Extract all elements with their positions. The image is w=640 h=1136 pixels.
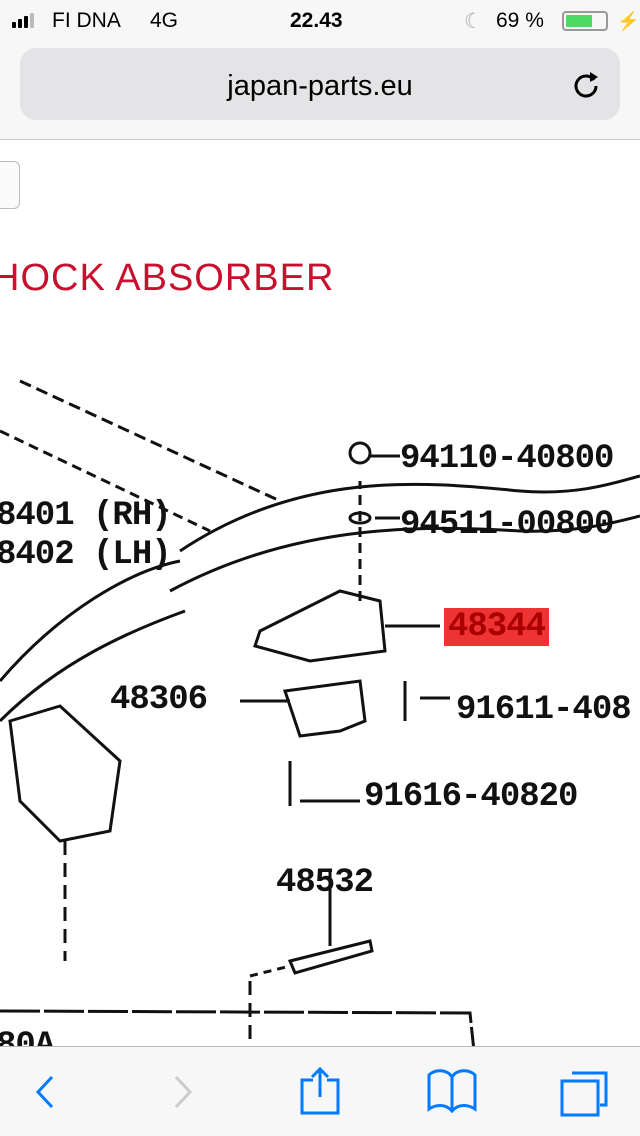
part-label[interactable]: 94110-40800 xyxy=(400,440,614,478)
carrier: FI DNA xyxy=(52,9,121,32)
part-label-highlighted[interactable]: 48344 xyxy=(444,608,550,646)
bookmarks-icon[interactable] xyxy=(427,1067,477,1117)
part-label[interactable]: 8402 (LH) xyxy=(0,536,172,574)
part-label[interactable]: 94511-00800 xyxy=(400,506,614,544)
part-label[interactable]: 8401 (RH) xyxy=(0,497,172,535)
part-label[interactable]: 91616-40820 xyxy=(364,778,578,816)
tabs-icon[interactable] xyxy=(560,1067,610,1117)
url-text[interactable]: japan-parts.eu xyxy=(227,70,413,102)
page-title: HOCK ABSORBER xyxy=(0,257,335,299)
forward-icon[interactable] xyxy=(158,1067,208,1117)
part-label[interactable]: 48532 xyxy=(276,864,374,902)
reload-icon[interactable] xyxy=(570,68,602,100)
parts-diagram xyxy=(0,379,640,1046)
part-label[interactable]: 80A xyxy=(0,1027,55,1046)
browser-header: japan-parts.eu xyxy=(0,42,640,140)
share-icon[interactable] xyxy=(294,1067,344,1117)
page-content: HOCK ABSORBER 94110-40800 94511-00800 84… xyxy=(0,141,640,1046)
clock: 22.43 xyxy=(290,9,343,32)
network: 4G xyxy=(150,9,179,32)
page-button[interactable] xyxy=(0,161,20,209)
address-bar[interactable]: japan-parts.eu xyxy=(20,48,620,120)
part-label[interactable]: 48306 xyxy=(110,681,208,719)
moon-icon: ☾ xyxy=(464,10,483,33)
browser-toolbar xyxy=(0,1046,640,1136)
part-label[interactable]: 91611-408 xyxy=(456,691,632,729)
status-bar: FI DNA 4G 22.43 ☾ 69 % ⚡ xyxy=(0,0,640,42)
back-icon[interactable] xyxy=(22,1067,72,1117)
battery-percent: 69 % xyxy=(496,9,544,32)
charging-icon: ⚡ xyxy=(617,11,640,31)
signal-icon xyxy=(12,13,34,28)
battery-icon xyxy=(562,11,608,31)
